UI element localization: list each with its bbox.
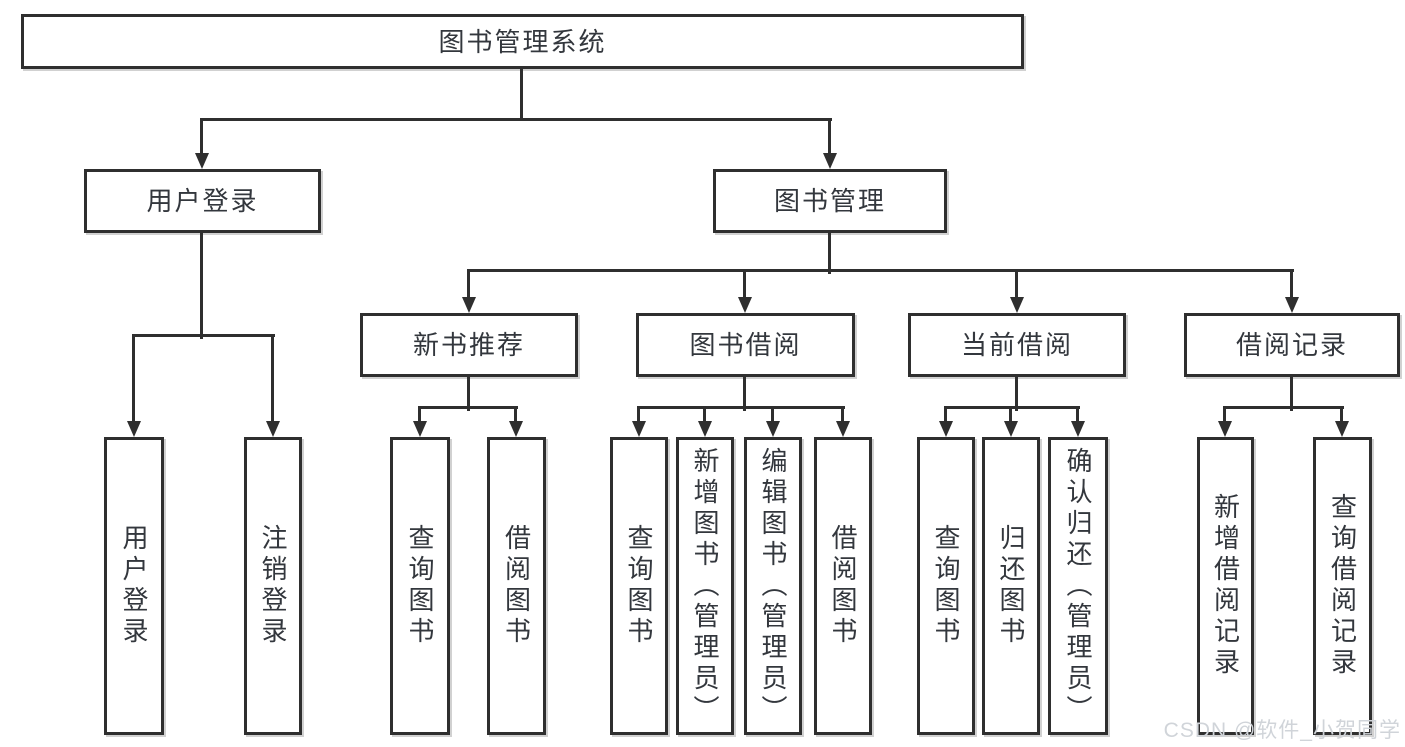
connector-line — [1009, 408, 1012, 424]
arrow-down-icon — [1071, 421, 1085, 437]
leaf-query-borrow-record: 查询借阅记录 — [1313, 437, 1372, 735]
arrow-down-icon — [1218, 421, 1232, 437]
connector-line — [418, 408, 421, 424]
connector-line — [944, 406, 1080, 409]
connector-line — [467, 271, 470, 300]
node-user-login: 用户登录 — [84, 169, 321, 233]
leaf-borrowing-query-books-label: 查询图书 — [624, 524, 654, 648]
leaf-edit-books-admin-label: 编辑图书（管理员） — [758, 446, 788, 726]
connector-line — [1290, 377, 1293, 411]
node-current-borrowing-label: 当前借阅 — [960, 330, 1073, 360]
connector-line — [1223, 408, 1226, 424]
node-borrow-records-label: 借阅记录 — [1235, 330, 1348, 360]
arrow-down-icon — [462, 297, 476, 313]
connector-line — [200, 118, 832, 121]
node-borrow-records: 借阅记录 — [1184, 313, 1400, 377]
leaf-add-borrow-record-label: 新增借阅记录 — [1210, 493, 1241, 679]
leaf-current-query-books-label: 查询图书 — [931, 524, 961, 648]
connector-line — [1076, 408, 1079, 424]
leaf-add-books-admin-label: 新增图书（管理员） — [690, 446, 720, 726]
connector-line — [944, 408, 947, 424]
arrow-down-icon — [823, 153, 837, 169]
node-new-book-recommend-label: 新书推荐 — [412, 330, 525, 360]
connector-line — [828, 233, 831, 274]
arrow-down-icon — [127, 421, 141, 437]
arrow-down-icon — [195, 153, 209, 169]
arrow-down-icon — [266, 421, 280, 437]
watermark: CSDN @软件_小贺同学 — [1163, 719, 1401, 742]
node-book-management-label: 图书管理 — [773, 186, 886, 216]
connector-line — [841, 408, 844, 424]
node-root-label: 图书管理系统 — [438, 26, 607, 57]
leaf-add-borrow-record: 新增借阅记录 — [1197, 437, 1254, 735]
leaf-return-books: 归还图书 — [982, 437, 1040, 735]
arrow-down-icon — [836, 421, 850, 437]
connector-line — [743, 271, 746, 300]
connector-line — [1015, 271, 1018, 300]
connector-line — [1290, 271, 1293, 300]
leaf-edit-books-admin: 编辑图书（管理员） — [744, 437, 802, 735]
connector-line — [132, 336, 135, 424]
connector-line — [467, 269, 1294, 272]
arrow-down-icon — [632, 421, 646, 437]
node-book-borrowing-label: 图书借阅 — [689, 330, 802, 360]
connector-line — [828, 120, 831, 156]
connector-line — [271, 336, 274, 424]
arrow-down-icon — [1004, 421, 1018, 437]
leaf-borrowing-borrow-books: 借阅图书 — [814, 437, 872, 735]
leaf-recommend-borrow-books-label: 借阅图书 — [501, 524, 532, 648]
leaf-user-login-label: 用户登录 — [119, 524, 149, 648]
connector-line — [1223, 406, 1344, 409]
leaf-add-books-admin: 新增图书（管理员） — [676, 437, 734, 735]
leaf-confirm-return-admin-label: 确认归还（管理员） — [1063, 446, 1093, 726]
node-book-borrowing: 图书借阅 — [636, 313, 855, 377]
node-current-borrowing: 当前借阅 — [908, 313, 1126, 377]
node-user-login-label: 用户登录 — [146, 186, 259, 216]
arrow-down-icon — [698, 421, 712, 437]
connector-line — [743, 377, 746, 411]
leaf-return-books-label: 归还图书 — [996, 524, 1026, 648]
leaf-user-login: 用户登录 — [104, 437, 164, 735]
connector-line — [637, 406, 845, 409]
node-book-management: 图书管理 — [713, 169, 947, 233]
connector-line — [637, 408, 640, 424]
arrow-down-icon — [1335, 421, 1349, 437]
connector-line — [771, 408, 774, 424]
leaf-recommend-query-books: 查询图书 — [390, 437, 450, 735]
arrow-down-icon — [1010, 297, 1024, 313]
leaf-logout-label: 注销登录 — [258, 524, 288, 648]
arrow-down-icon — [413, 421, 427, 437]
connector-line — [514, 408, 517, 424]
connector-line — [200, 120, 203, 156]
connector-line — [703, 408, 706, 424]
arrow-down-icon — [766, 421, 780, 437]
leaf-recommend-borrow-books: 借阅图书 — [487, 437, 546, 735]
leaf-borrowing-query-books: 查询图书 — [610, 437, 668, 735]
arrow-down-icon — [939, 421, 953, 437]
connector-line — [132, 334, 275, 337]
connector-line — [1015, 377, 1018, 411]
node-root: 图书管理系统 — [21, 14, 1024, 69]
leaf-confirm-return-admin: 确认归还（管理员） — [1048, 437, 1108, 735]
connector-line — [200, 233, 203, 339]
arrow-down-icon — [509, 421, 523, 437]
leaf-borrowing-borrow-books-label: 借阅图书 — [828, 524, 858, 648]
arrow-down-icon — [1285, 297, 1299, 313]
leaf-logout: 注销登录 — [244, 437, 302, 735]
connector-line — [418, 406, 518, 409]
connector-line — [520, 67, 523, 121]
node-new-book-recommend: 新书推荐 — [360, 313, 578, 377]
arrow-down-icon — [738, 297, 752, 313]
leaf-recommend-query-books-label: 查询图书 — [405, 524, 435, 648]
connector-line — [467, 377, 470, 411]
leaf-current-query-books: 查询图书 — [917, 437, 975, 735]
leaf-query-borrow-record-label: 查询借阅记录 — [1327, 493, 1358, 679]
connector-line — [1340, 408, 1343, 424]
